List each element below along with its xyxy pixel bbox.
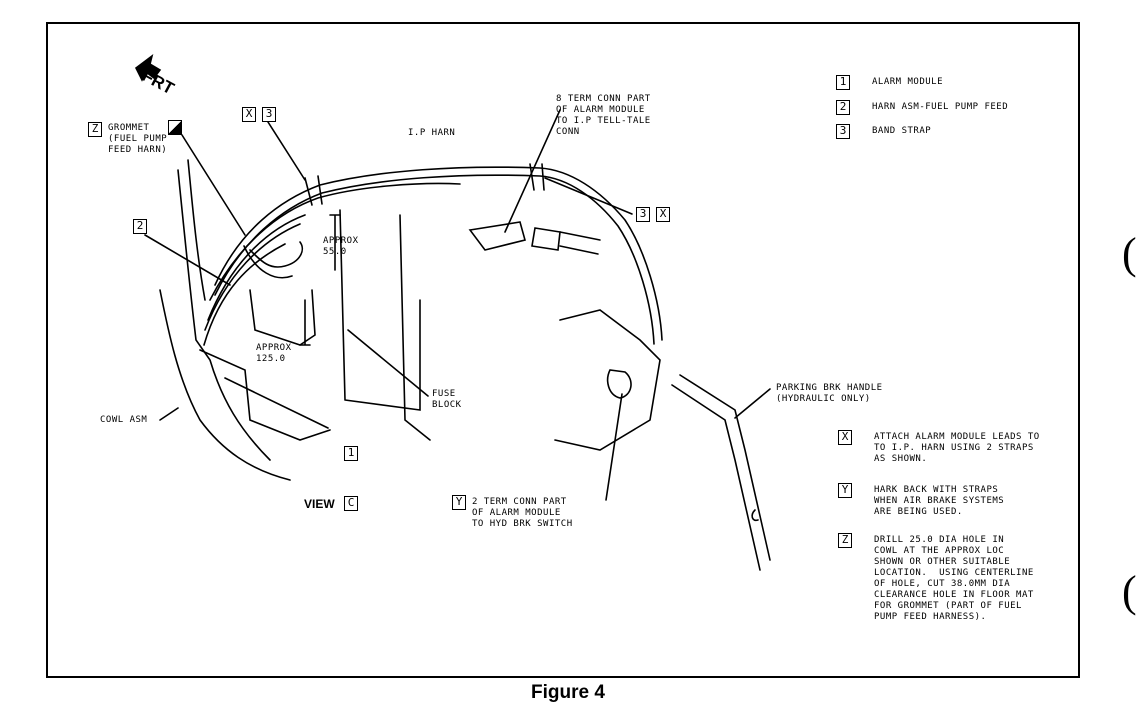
term8-label: 8 TERM CONN PART OF ALARM MODULE TO I.P … xyxy=(556,94,651,137)
alarm-module-connector xyxy=(468,221,526,251)
diagram-frame xyxy=(46,22,1080,678)
legend-key-2: 2 xyxy=(836,100,850,115)
grommet-symbol xyxy=(168,120,182,135)
ip-harn-label: I.P HARN xyxy=(408,128,456,138)
key-x-top: X xyxy=(242,107,256,122)
legend-text-2: HARN ASM-FUEL PUMP FEED xyxy=(872,102,1009,112)
term2-label: 2 TERM CONN PART OF ALARM MODULE TO HYD … xyxy=(472,497,573,529)
key-3-top: 3 xyxy=(262,107,276,122)
note-key-z: Z xyxy=(838,533,852,548)
cowl-outline xyxy=(177,169,271,461)
key-1-module: 1 xyxy=(344,446,358,461)
view-letter: C xyxy=(344,496,358,511)
binding-hole-mark: ( xyxy=(1122,567,1136,616)
legend-text-1: ALARM MODULE xyxy=(872,77,944,87)
key-z-grommet: Z xyxy=(88,122,102,137)
note-text-x: ATTACH ALARM MODULE LEADS TO TO I.P. HAR… xyxy=(874,432,1040,464)
note-key-x: X xyxy=(838,430,852,445)
note-text-z: DRILL 25.0 DIA HOLE IN COWL AT THE APPRO… xyxy=(874,535,1034,622)
key-y: Y xyxy=(452,495,466,510)
cowl-asm-label: COWL ASM xyxy=(100,415,148,425)
note-key-y: Y xyxy=(838,483,852,498)
binding-hole-mark: ( xyxy=(1122,229,1136,278)
legend-key-3: 3 xyxy=(836,124,850,139)
parking-brk-label: PARKING BRK HANDLE (HYDRAULIC ONLY) xyxy=(776,383,883,404)
key-2: 2 xyxy=(133,219,147,234)
grommet-label: GROMMET (FUEL PUMP FEED HARN) xyxy=(108,123,168,155)
front-arrow xyxy=(134,54,162,82)
parking-brake-handle xyxy=(679,374,771,561)
ip-harness xyxy=(214,166,663,341)
fuse-block-outline xyxy=(339,209,421,411)
note-text-y: HARK BACK WITH STRAPS WHEN AIR BRAKE SYS… xyxy=(874,485,1005,517)
approx-55-label: APPROX 55.0 xyxy=(323,236,359,257)
view-label: VIEW xyxy=(304,497,335,511)
key-x-right: X xyxy=(656,207,670,222)
legend-text-3: BAND STRAP xyxy=(872,126,932,136)
fuse-block-label: FUSE BLOCK xyxy=(432,389,462,410)
legend-key-1: 1 xyxy=(836,75,850,90)
figure-caption: Figure 4 xyxy=(531,682,605,703)
approx-125-label: APPROX 125.0 xyxy=(256,343,292,364)
key-3-right: 3 xyxy=(636,207,650,222)
